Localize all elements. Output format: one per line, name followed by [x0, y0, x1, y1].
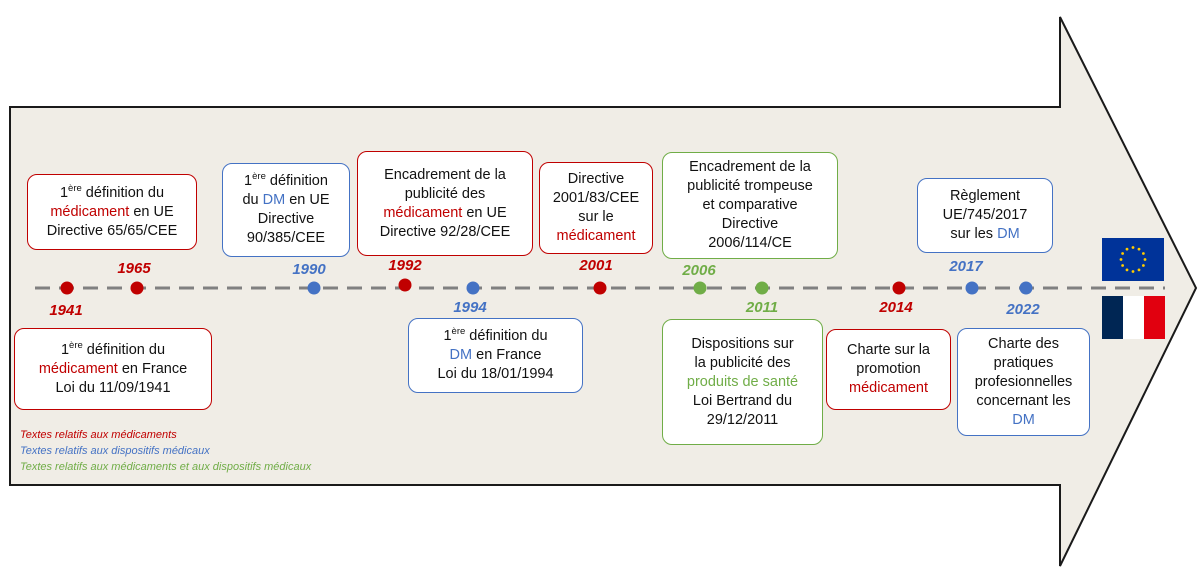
- timeline-dot-2017: [965, 281, 979, 295]
- eu-flag-icon: [1102, 238, 1164, 281]
- eu-star: [1131, 270, 1135, 273]
- timeline-dot-2014: [892, 281, 906, 295]
- event-box-2017: Règlement UE/745/2017 sur les DM: [917, 178, 1053, 253]
- event-box-2022: Charte des pratiques profesionnelles con…: [957, 328, 1090, 436]
- eu-star: [1141, 264, 1145, 267]
- event-box-2011: Dispositions sur la publicité des produi…: [662, 319, 823, 445]
- year-label-2017: 2017: [949, 258, 983, 275]
- event-box-1990: 1ère définition du DM en UE Directive 90…: [222, 163, 350, 257]
- eu-star: [1137, 268, 1141, 272]
- timeline-dot-1965: [130, 281, 144, 295]
- timeline-dot-2006: [693, 281, 707, 295]
- timeline-dot-1994: [466, 281, 480, 295]
- year-label-2001: 2001: [579, 257, 613, 274]
- timeline-dot-1990: [307, 281, 321, 295]
- year-label-2011: 2011: [745, 299, 779, 316]
- event-box-2006: Encadrement de la publicité trompeuse et…: [662, 152, 838, 259]
- event-box-2001: Directive 2001/83/CEE sur le médicament: [539, 162, 653, 254]
- timeline-dot-1941: [60, 281, 74, 295]
- eu-star: [1119, 258, 1123, 261]
- event-box-1992: Encadrement de la publicité des médicame…: [357, 151, 533, 256]
- eu-star: [1121, 264, 1125, 267]
- year-label-2006: 2006: [682, 262, 716, 279]
- event-box-1994: 1ère définition du DM en France Loi du 1…: [408, 318, 583, 393]
- year-label-1965: 1965: [117, 260, 151, 277]
- france-flag-icon: [1102, 296, 1165, 339]
- timeline-dot-2001: [593, 281, 607, 295]
- legend-both: Textes relatifs aux médicaments et aux d…: [20, 461, 312, 473]
- eu-star: [1137, 247, 1141, 251]
- eu-star: [1125, 268, 1129, 272]
- eu-star: [1141, 252, 1145, 255]
- eu-star: [1125, 247, 1129, 251]
- year-label-1992: 1992: [388, 257, 422, 274]
- timeline-dot-2022: [1019, 281, 1033, 295]
- eu-star: [1131, 246, 1135, 249]
- year-label-1941: 1941: [49, 302, 83, 319]
- year-label-1994: 1994: [453, 299, 487, 316]
- year-label-2022: 2022: [1006, 301, 1040, 318]
- legend-medicament: Textes relatifs aux médicaments: [20, 429, 177, 441]
- timeline-dot-1992: [398, 278, 412, 292]
- eu-star: [1143, 258, 1147, 261]
- timeline-dot-2011: [755, 281, 769, 295]
- event-box-2014: Charte sur la promotion médicament: [826, 329, 951, 410]
- year-label-1990: 1990: [292, 261, 326, 278]
- year-label-2014: 2014: [879, 299, 913, 316]
- eu-star: [1121, 252, 1125, 255]
- legend-dm: Textes relatifs aux dispositifs médicaux: [20, 445, 210, 457]
- event-box-1941: 1ère définition du médicament en France …: [14, 328, 212, 410]
- event-box-1965: 1ère définition du médicament en UE Dire…: [27, 174, 197, 250]
